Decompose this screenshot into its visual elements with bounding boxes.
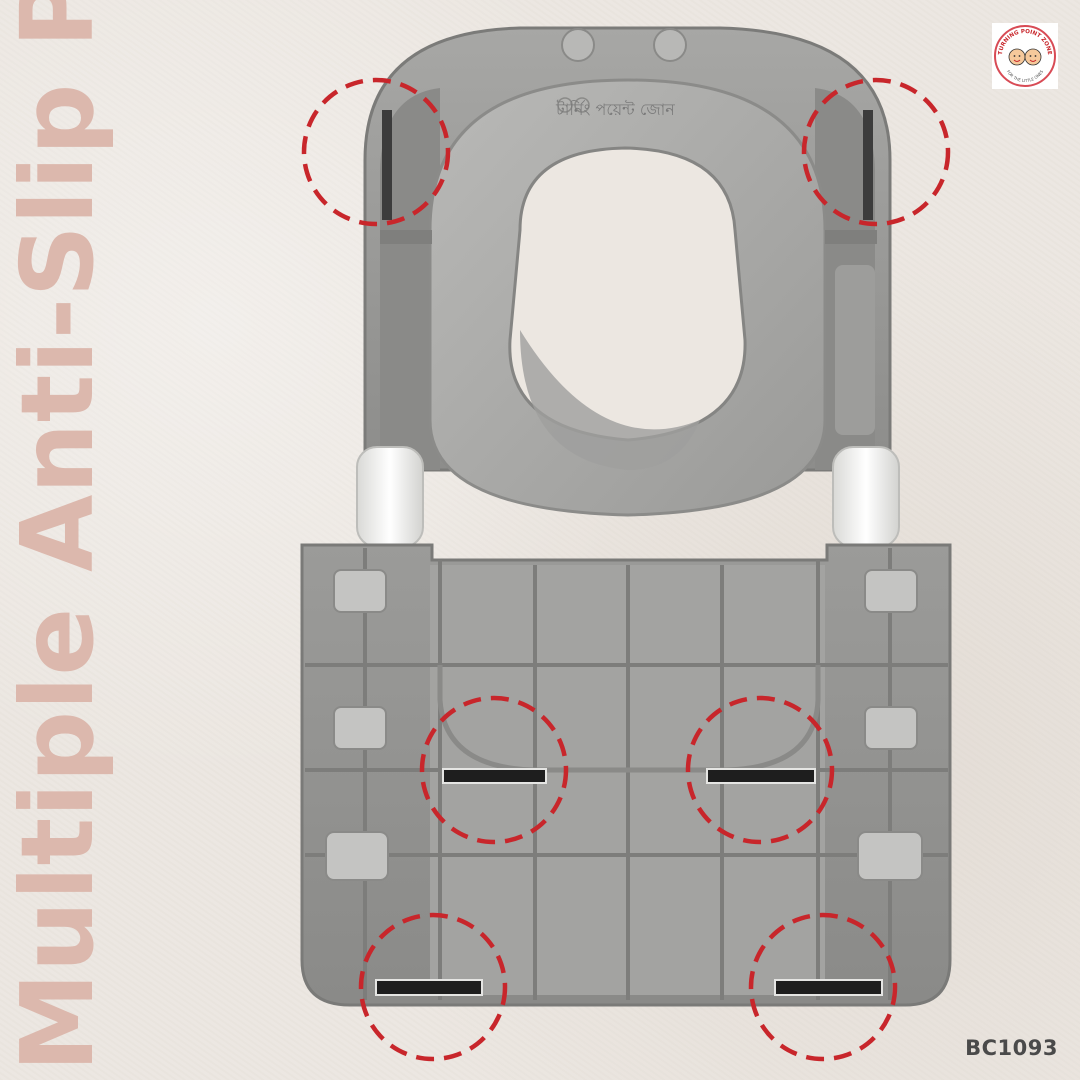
seat-brand-text: টার্নিং পয়েন্ট জোন [556,100,675,119]
highlight-circle [358,912,508,1062]
brand-logo: TURNING POINT ZONE FOR THE LITTLE ONES [992,23,1058,89]
highlight-circle [419,695,569,845]
anti-slip-pad [774,979,883,996]
logo-face-icon [1008,48,1026,66]
logo-face-icon [1024,48,1042,66]
step-base [300,543,952,1007]
anti-slip-pad [442,768,547,784]
highlight-circle [748,912,898,1062]
headline: Multiple Anti-Slip Pads [0,0,116,1072]
potty-seat [363,26,892,517]
anti-slip-pad [375,979,483,996]
anti-slip-pad [706,768,816,784]
highlight-circles [301,77,951,1062]
highlight-circle [685,695,835,845]
highlight-circle [301,77,451,227]
ladder-tubes [356,446,900,548]
product-code: BC1093 [965,1036,1058,1060]
highlight-circle [801,77,951,227]
